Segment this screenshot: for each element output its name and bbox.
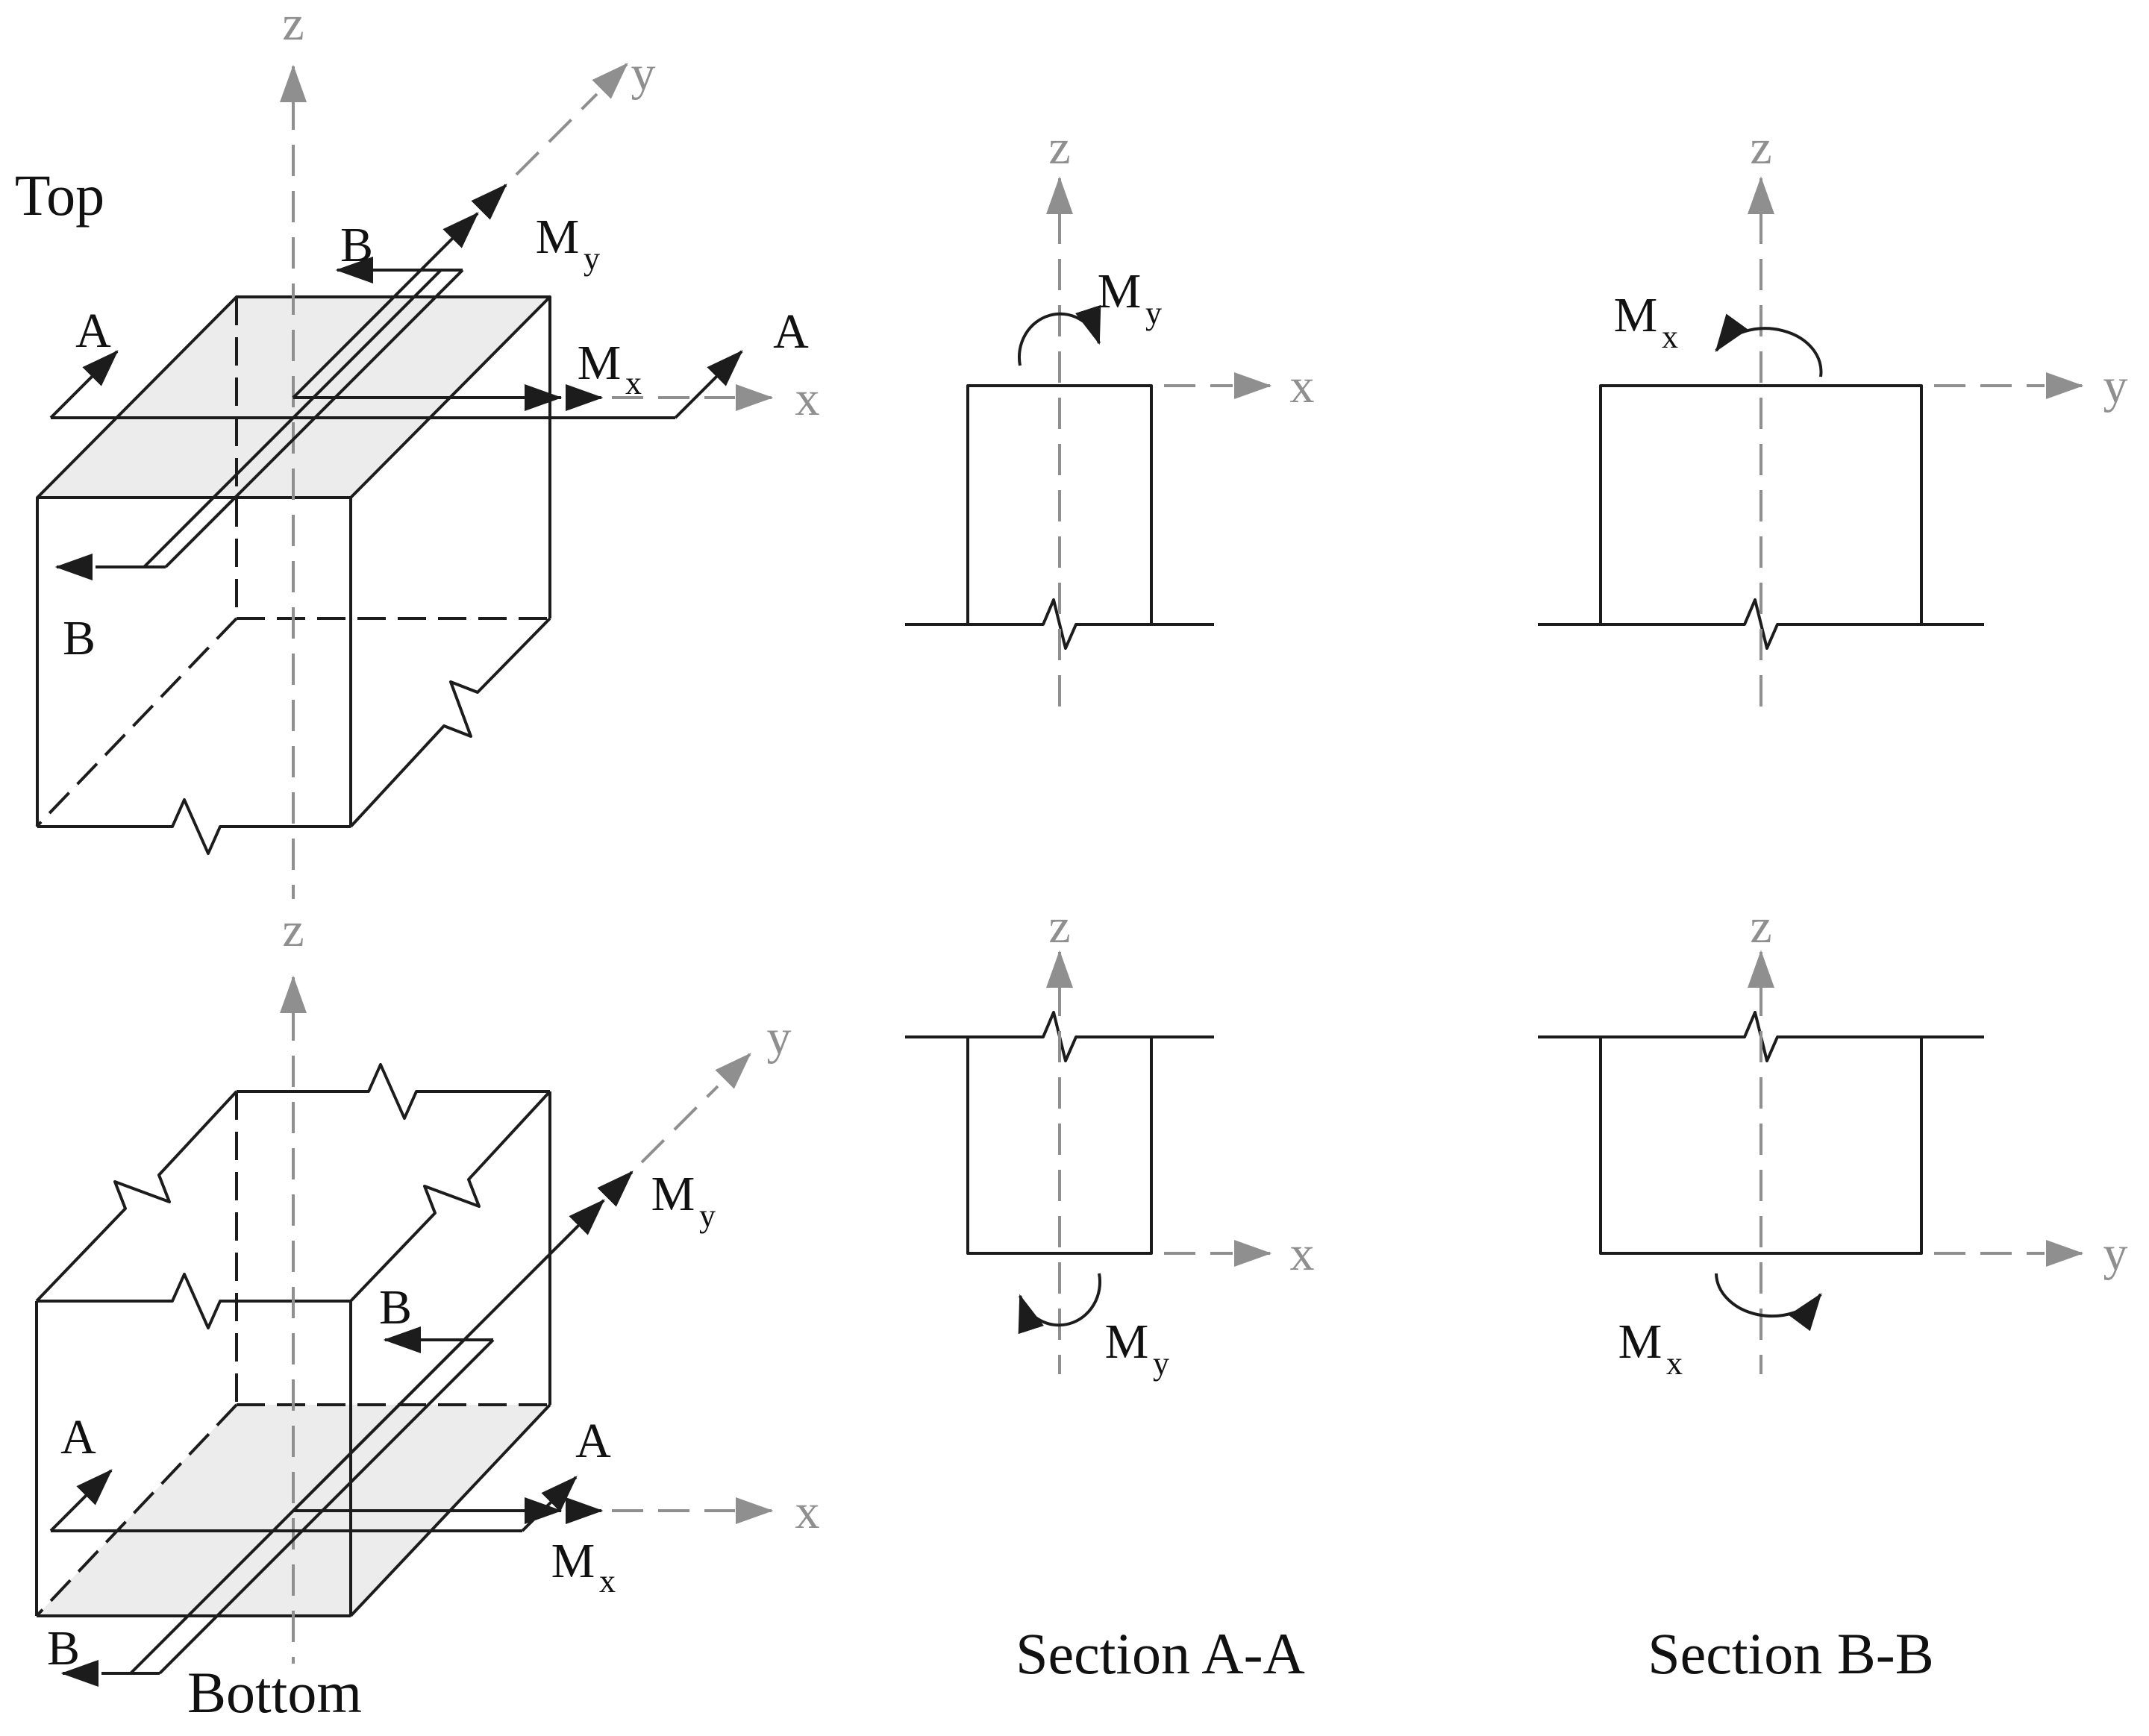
x-axis-label: x — [1290, 359, 1315, 413]
my-label: M — [536, 210, 580, 264]
my-label-subscript: y — [1145, 295, 1162, 331]
column-front-face-edges — [35, 1273, 352, 1617]
section-square — [966, 384, 1153, 624]
mx-label-subscript: x — [1666, 1345, 1683, 1382]
y-axis-arrow-icon — [715, 1053, 751, 1089]
section-a-right-arrowhead-icon — [541, 1476, 578, 1512]
figure-top-column-3d: z x M x y M y A A B B Top — [15, 0, 820, 899]
section-b-cut-strip — [143, 269, 464, 568]
section-bb-bottom-view: z y M x — [1538, 899, 2128, 1382]
section-a-right-label: A — [575, 1414, 611, 1468]
mx-label: M — [551, 1534, 595, 1588]
section-aa-top-view: z x M y — [905, 120, 1315, 712]
figure-bottom-column-3d: z x M x y M y A A B B Bottom — [35, 903, 820, 1725]
column-front-face-edges — [36, 498, 352, 855]
section-a-left-arrow — [49, 1473, 109, 1532]
my-arrowhead-2-icon — [471, 184, 507, 220]
mx-moment-arc — [1715, 313, 1823, 377]
bottom-caption: Bottom — [187, 1660, 362, 1725]
section-a-left-arrow — [49, 354, 115, 419]
y-axis-line — [515, 93, 598, 176]
top-caption: Top — [15, 163, 104, 228]
column-hidden-edges — [35, 297, 550, 828]
section-a-right-arrow — [674, 354, 739, 419]
section-a-right-arrowhead-icon — [707, 350, 743, 386]
y-axis-label: y — [2103, 359, 2128, 413]
column-left-rear-edge — [35, 1090, 238, 1303]
column-right-face-edges — [349, 297, 551, 828]
x-axis-label: x — [795, 1485, 820, 1539]
section-square — [1599, 384, 1923, 624]
my-label: M — [1098, 264, 1142, 319]
section-bb-top-view: z y M x — [1538, 120, 2128, 712]
section-a-left-arrowhead-icon — [76, 1469, 113, 1505]
section-a-right-arrow — [521, 1479, 574, 1532]
z-axis-label: z — [282, 0, 304, 51]
section-b-top-label: B — [340, 218, 373, 272]
section-a-left-arrowhead-icon — [82, 350, 119, 386]
mx-label: M — [578, 336, 622, 390]
mx-moment-arc — [1715, 1273, 1822, 1332]
baseline-with-break — [1538, 598, 1984, 650]
mx-label: M — [1618, 1314, 1662, 1369]
my-moment-arc — [1018, 1273, 1102, 1335]
section-square — [966, 1037, 1153, 1255]
column-hidden-edges — [35, 1091, 550, 1617]
section-b-bottom-label: B — [63, 611, 96, 665]
y-axis-label: y — [767, 1010, 792, 1065]
section-aa-caption: Section A-A — [1016, 1621, 1305, 1686]
my-label: M — [651, 1167, 695, 1221]
section-a-left-label: A — [60, 1410, 96, 1464]
my-arrowhead-1-icon — [569, 1199, 605, 1235]
z-axis-label: z — [1750, 120, 1771, 175]
section-b-cut-strip — [129, 1338, 495, 1675]
mx-label-subscript: x — [1662, 319, 1678, 355]
z-axis-label: z — [1750, 899, 1771, 953]
section-a-left-label: A — [75, 304, 111, 358]
mx-label-subscript: x — [625, 365, 642, 401]
y-axis-label: y — [2103, 1226, 2128, 1281]
my-label: M — [1105, 1314, 1149, 1369]
y-axis-label: y — [631, 46, 656, 101]
my-label-subscript: y — [1153, 1345, 1169, 1382]
z-axis-label: z — [282, 903, 304, 957]
my-moment-arc — [1017, 304, 1101, 366]
my-arrowhead-2-icon — [597, 1171, 634, 1207]
z-axis-label: z — [1048, 899, 1070, 953]
x-axis-label: x — [795, 372, 820, 426]
x-axis-label: x — [1290, 1226, 1315, 1281]
y-axis-arrow-icon — [592, 63, 628, 99]
section-a-right-label: A — [773, 304, 809, 359]
my-label-subscript: y — [699, 1197, 716, 1234]
baseline-with-break — [905, 598, 1214, 650]
mx-label-subscript: x — [599, 1563, 616, 1599]
column-back-top-edge — [237, 1063, 550, 1120]
mx-label: M — [1614, 288, 1658, 342]
z-axis-label: z — [1048, 120, 1070, 175]
section-bb-caption: Section B-B — [1648, 1621, 1934, 1686]
section-aa-bottom-view: z x M y — [905, 899, 1315, 1382]
my-label-subscript: y — [584, 240, 600, 277]
section-b-bottom-label: B — [47, 1621, 80, 1676]
section-b-top-label: B — [379, 1280, 412, 1335]
my-arrowhead-1-icon — [442, 212, 479, 248]
section-square — [1599, 1037, 1923, 1255]
y-axis-line — [640, 1085, 719, 1164]
